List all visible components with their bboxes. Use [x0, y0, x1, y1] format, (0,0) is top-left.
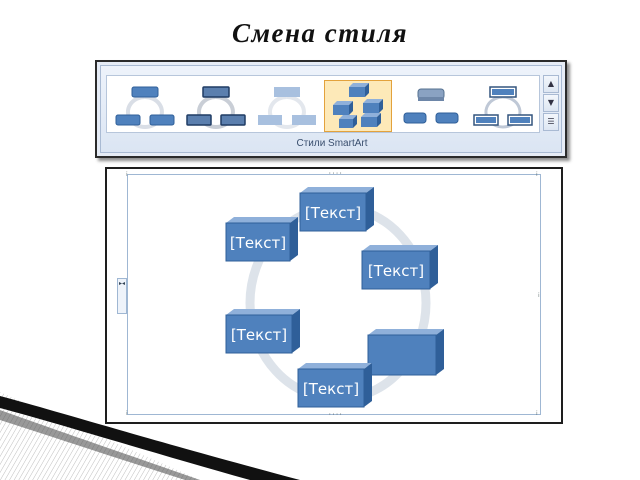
gallery-label: Стили SmartArt	[296, 138, 368, 149]
resize-handle-top-right[interactable]: ⁞	[536, 171, 538, 178]
smartart-shape-2[interactable]: [Текст]	[225, 217, 298, 262]
smartart-shape-3[interactable]: [Текст]	[361, 245, 438, 290]
smartart-shape-4[interactable]: [Текст]	[225, 309, 300, 354]
slide-title: Смена стиля	[232, 18, 408, 48]
resize-handle-top-left[interactable]: ⁞	[126, 171, 128, 178]
smartart-shape-5[interactable]	[367, 329, 444, 376]
style-thumbnail-6[interactable]	[469, 80, 537, 132]
style-thumbnail-2[interactable]	[182, 80, 250, 132]
resize-handle-right[interactable]: ⁞	[538, 292, 540, 299]
smartart-canvas[interactable]: ⁞ ···· ⁞ ⁞ ⁞ ···· ⁞ [Текст] [Текст]	[126, 170, 541, 418]
gallery-scroll-up-icon[interactable]: ▲	[543, 75, 559, 93]
smartart-shape-1[interactable]: [Текст]	[299, 187, 374, 232]
shape-2-label: [Текст]	[230, 234, 286, 252]
style-thumbnail-4-selected[interactable]	[324, 80, 392, 132]
style-thumbnail-3[interactable]	[253, 80, 321, 132]
style-thumbnail-1[interactable]	[111, 80, 179, 132]
resize-handle-bottom-right[interactable]: ⁞	[536, 410, 538, 417]
styles-gallery	[106, 75, 540, 133]
resize-handle-bottom-left[interactable]: ⁞	[126, 410, 128, 417]
smartart-diagram: [Текст] [Текст] [Текст] [Текс	[225, 187, 444, 408]
resize-handle-bottom[interactable]: ····	[328, 411, 343, 418]
smartart-styles-ribbon: ▲ ▼ ☰ Стили SmartArt	[95, 60, 567, 158]
shape-1-label: [Текст]	[305, 204, 361, 222]
resize-handle-top[interactable]: ····	[328, 170, 343, 177]
gallery-scroll-down-icon[interactable]: ▼	[543, 94, 559, 112]
gallery-more-icon[interactable]: ☰	[543, 113, 559, 131]
shape-3-label: [Текст]	[368, 262, 424, 280]
text-pane-toggle-icon[interactable]: ▸◂	[117, 278, 127, 314]
style-thumbnail-5[interactable]	[397, 80, 465, 132]
shape-4-label: [Текст]	[231, 326, 287, 344]
shape-6-label: [Текст]	[303, 380, 359, 398]
gallery-scroll-buttons: ▲ ▼ ☰	[543, 75, 559, 133]
ribbon-group: ▲ ▼ ☰ Стили SmartArt	[100, 65, 562, 153]
smartart-frame: ⁞ ···· ⁞ ⁞ ⁞ ···· ⁞ [Текст] [Текст]	[105, 167, 563, 424]
smartart-shape-6[interactable]: [Текст]	[297, 363, 372, 408]
